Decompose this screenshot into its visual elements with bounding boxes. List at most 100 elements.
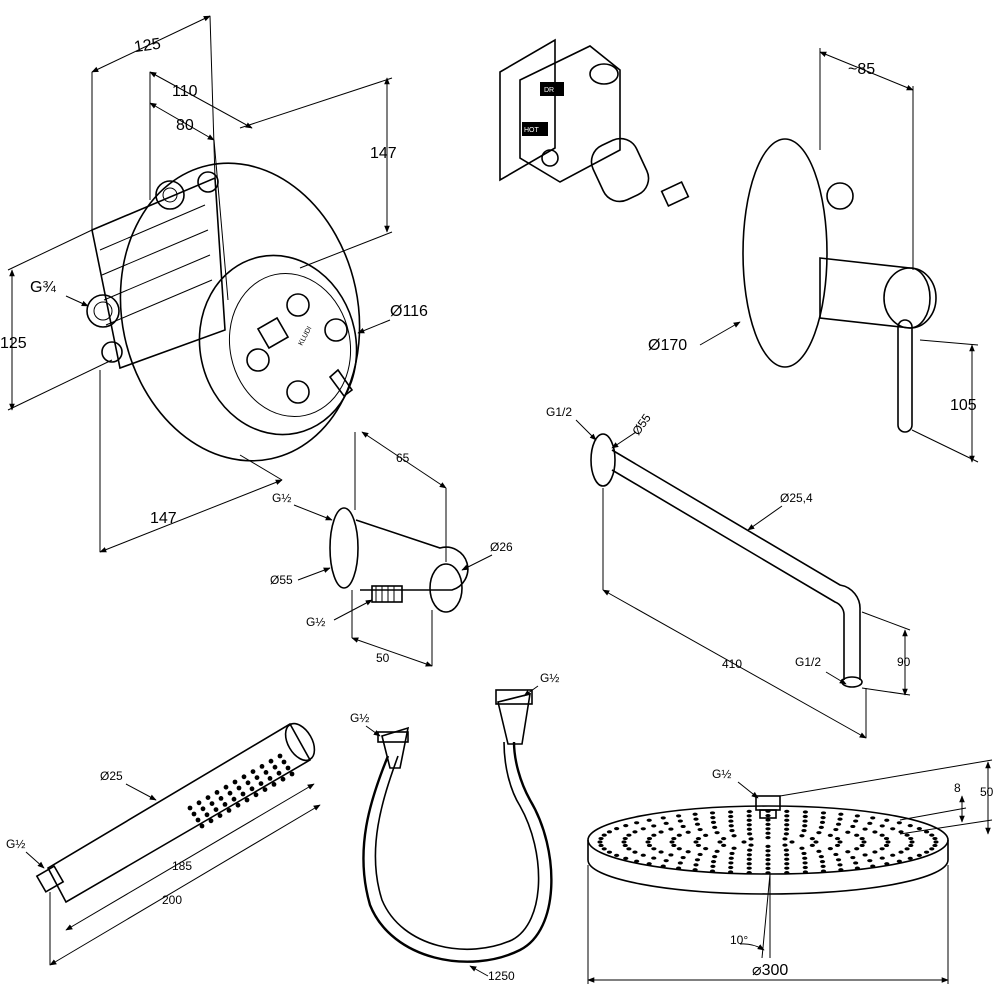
callout-g12-outlet-top: G½: [272, 491, 291, 505]
rain-nozzle: [923, 850, 930, 854]
rain-nozzle: [818, 825, 824, 829]
rain-nozzle: [904, 847, 910, 851]
rain-nozzle: [850, 824, 856, 829]
hand-nozzle: [276, 770, 282, 776]
dim-1250: 1250: [488, 969, 515, 983]
rain-nozzle: [872, 850, 878, 854]
rain-nozzle: [728, 865, 734, 870]
valve-label-hot: HOT: [524, 127, 540, 134]
valve-backplate: [499, 38, 556, 182]
rain-nozzle: [703, 833, 709, 838]
rain-nozzle: [710, 820, 717, 824]
leader-g12-hose-left: [365, 725, 381, 737]
hand-nozzle: [250, 769, 256, 774]
hand-nozzle: [223, 784, 229, 790]
ext-line-80: [213, 139, 229, 301]
rain-nozzle: [784, 809, 790, 813]
ext-line-125-right: [209, 15, 216, 179]
hand-shower-nozzles: [187, 753, 295, 829]
brand-label: KLUDI: [298, 325, 314, 347]
rain-nozzle: [748, 837, 754, 841]
rain-nozzle: [703, 847, 709, 851]
rain-nozzle: [746, 823, 752, 827]
hand-nozzle: [217, 813, 223, 818]
rain-nozzle: [816, 849, 822, 853]
rain-nozzle: [872, 830, 878, 834]
hand-nozzle: [272, 764, 278, 770]
rain-nozzle: [651, 824, 657, 828]
rain-nozzle: [783, 832, 789, 836]
rain-nozzle: [890, 853, 896, 857]
rain-nozzle: [916, 853, 922, 857]
hand-nozzle: [254, 775, 260, 780]
hose-nut-right: [495, 689, 533, 705]
rain-nozzle: [819, 860, 826, 864]
hot-label-plate: [522, 122, 548, 136]
rain-nozzle: [879, 833, 885, 837]
leader-g12-arm-top: [575, 419, 597, 441]
dim-line-410: [602, 589, 867, 739]
rain-nozzle: [854, 814, 860, 818]
hand-nozzle: [240, 791, 246, 797]
rain-nozzle: [651, 833, 657, 837]
rain-nozzle: [614, 853, 620, 857]
rain-nozzle: [622, 843, 628, 848]
ext-line-125-left-top: [7, 229, 93, 271]
dim-line-80: [149, 102, 215, 141]
rain-nozzle: [710, 860, 717, 864]
ext-line-50-bottom: [899, 819, 993, 835]
hand-nozzle: [268, 758, 274, 764]
rain-nozzle: [765, 836, 771, 840]
dim-line-50-outlet: [351, 637, 433, 667]
spray-angle-arc: [739, 943, 765, 951]
rain-nozzle: [854, 847, 860, 851]
rain-nozzle: [765, 827, 771, 831]
rain-nozzle: [765, 853, 771, 857]
mounting-plate-disc: [119, 162, 361, 462]
leader-d170: [699, 321, 741, 346]
hand-nozzle: [209, 801, 215, 806]
rain-nozzle: [765, 814, 771, 818]
leader-d116: [357, 319, 391, 334]
ext-line-147b-right: [239, 454, 283, 481]
callout-g12-hose-left: G½: [350, 711, 369, 725]
rain-nozzle: [838, 868, 844, 872]
rain-nozzle: [746, 818, 752, 822]
hand-nozzle: [208, 818, 214, 824]
rain-nozzle: [784, 827, 790, 831]
hand-nozzle: [267, 776, 273, 781]
rain-nozzle: [729, 851, 735, 856]
callout-g12-hand: G½: [6, 837, 25, 851]
hand-nozzle: [245, 780, 251, 786]
rain-nozzle: [799, 834, 805, 838]
shower-arm: G1/2 Ø55 Ø25,4 410 90 G1/2: [546, 405, 911, 739]
hand-nozzle: [187, 805, 193, 811]
rain-nozzle: [746, 866, 752, 870]
rain-nozzle: [859, 836, 865, 841]
rain-nozzle: [694, 822, 701, 826]
rain-nozzle: [845, 830, 851, 834]
rain-nozzle: [799, 846, 805, 850]
lever-handle-end: [883, 267, 937, 329]
rain-nozzle: [598, 836, 604, 841]
inlet-fitting-top: [155, 180, 185, 210]
rain-nozzle: [782, 843, 788, 847]
leader-g12-hand: [25, 851, 45, 869]
rain-nozzle: [697, 852, 703, 857]
hose-outer: [362, 741, 553, 963]
valve-top-port: [589, 63, 619, 85]
rain-nozzle: [622, 836, 628, 841]
callout-d25: Ø25: [100, 769, 123, 783]
rain-nozzle: [746, 857, 752, 861]
rain-nozzle: [859, 843, 865, 848]
rain-nozzle: [709, 811, 716, 815]
hand-nozzle: [285, 765, 291, 771]
hand-nozzle: [196, 800, 202, 806]
hand-nozzle: [232, 779, 238, 785]
rain-nozzle: [746, 809, 752, 813]
rain-nozzle: [929, 833, 935, 837]
rain-nozzle: [747, 848, 753, 852]
rain-nozzle: [658, 830, 664, 834]
